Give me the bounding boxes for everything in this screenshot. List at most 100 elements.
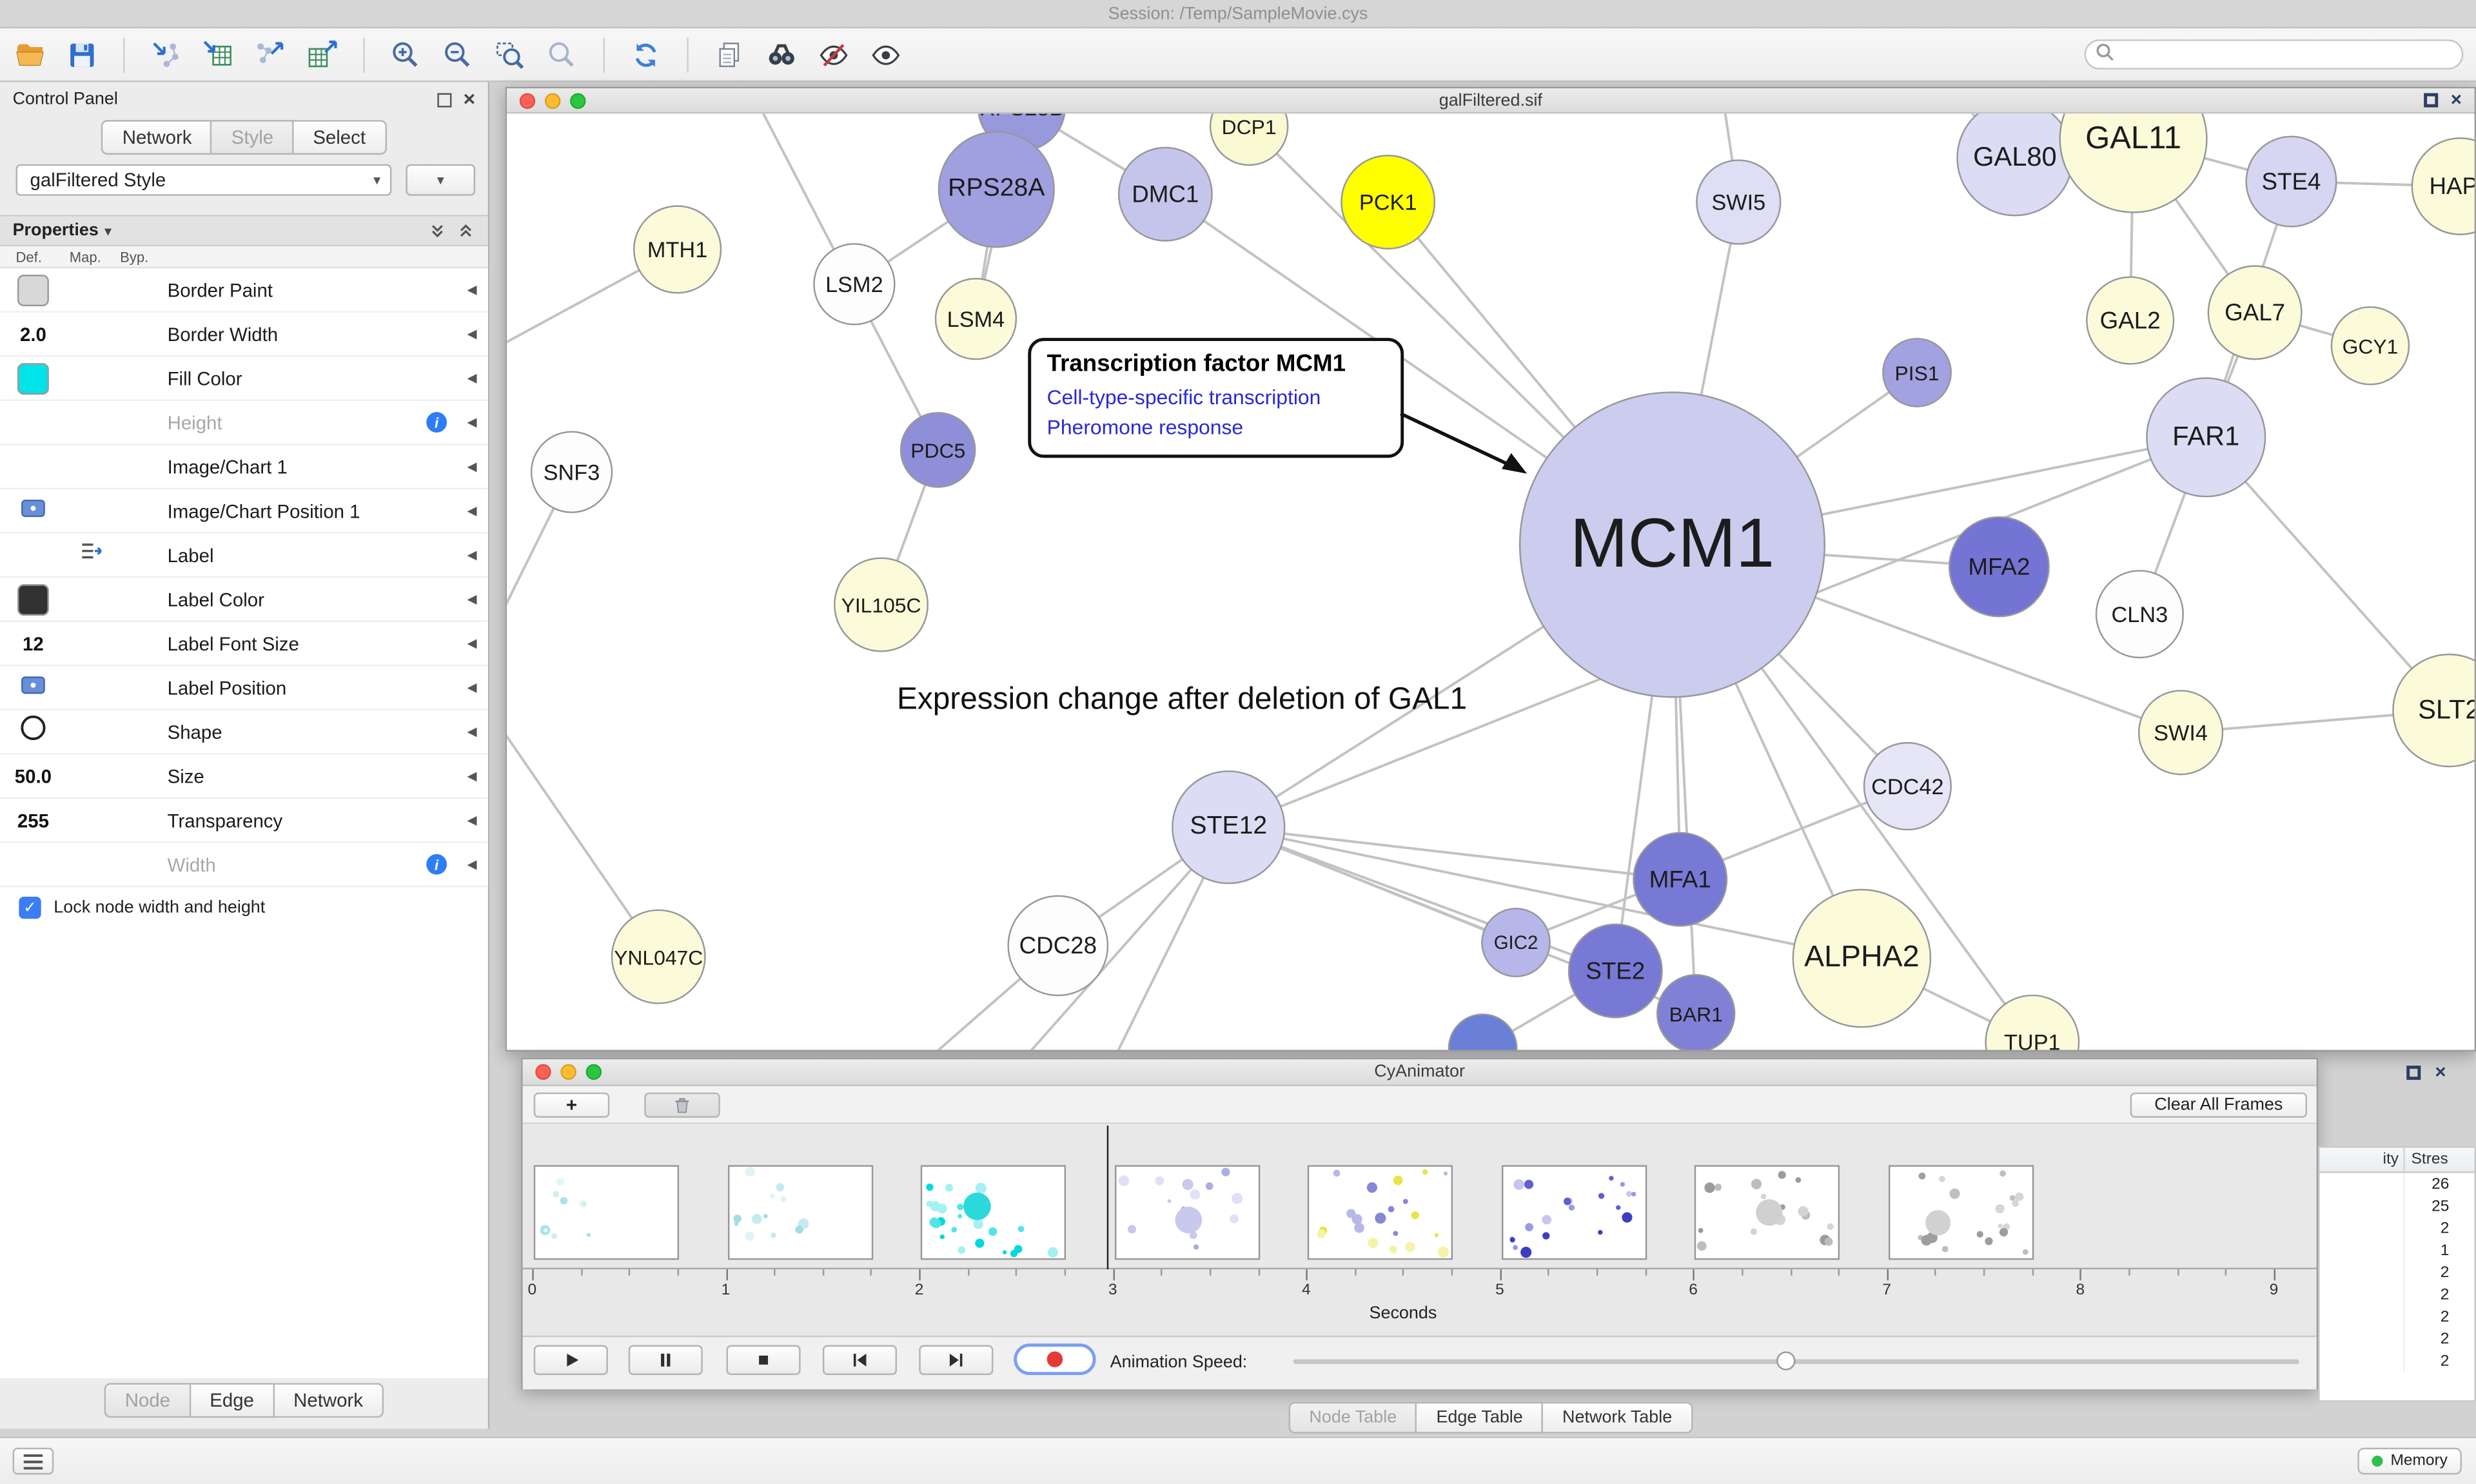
zoom-window-icon[interactable] (585, 1064, 602, 1080)
style-selector[interactable]: galFiltered Style ▾ (15, 164, 392, 196)
network-node-bar1[interactable]: BAR1 (1656, 974, 1736, 1050)
lock-size-checkbox[interactable]: ✓ (19, 897, 41, 919)
default-color-swatch[interactable] (17, 583, 49, 615)
annotation-link[interactable]: Pheromone response (1046, 415, 1244, 439)
skip-to-end-button[interactable] (919, 1345, 994, 1376)
play-button[interactable] (533, 1345, 608, 1376)
add-frame-button[interactable]: + (533, 1092, 610, 1118)
expand-arrow-icon[interactable]: ◀ (467, 636, 477, 650)
expand-arrow-icon[interactable]: ◀ (467, 592, 477, 607)
import-table-icon[interactable] (201, 37, 235, 72)
zoom-selected-icon[interactable] (545, 37, 580, 72)
network-node-pis1[interactable]: PIS1 (1882, 338, 1952, 407)
network-node-gic2[interactable]: GIC2 (1481, 908, 1551, 977)
network-node-mth1[interactable]: MTH1 (633, 205, 722, 294)
tab-network[interactable]: Network (101, 120, 213, 155)
show-all-icon[interactable] (869, 37, 903, 72)
property-row-border-paint[interactable]: Border Paint◀ (0, 268, 488, 313)
property-row-fill-color[interactable]: Fill Color◀ (0, 356, 488, 402)
network-canvas[interactable]: Transcription factor MCM1 Cell-type-spec… (507, 113, 2475, 1050)
zoom-in-icon[interactable] (388, 37, 423, 72)
network-window-titlebar[interactable]: galFiltered.sif × (507, 88, 2475, 114)
network-node-ynl047c[interactable]: YNL047C (611, 909, 706, 1004)
save-icon[interactable] (64, 37, 99, 72)
expand-all-icon[interactable] (457, 221, 475, 240)
table-header-row[interactable]: ity Stres (2319, 1147, 2475, 1173)
frame-thumbnail-3[interactable] (1114, 1165, 1260, 1260)
network-node-mcm1[interactable]: MCM1 (1518, 391, 1826, 698)
cyanimator-titlebar[interactable]: CyAnimator (522, 1059, 2317, 1086)
network-node-dmc1[interactable]: DMC1 (1117, 146, 1213, 242)
network-node-pdc5[interactable]: PDC5 (899, 412, 976, 488)
network-node-gal7[interactable]: GAL7 (2207, 265, 2303, 360)
table-row[interactable]: 25 (2320, 1195, 2475, 1218)
close-window-icon[interactable] (535, 1064, 551, 1080)
network-node-alpha2[interactable]: ALPHA2 (1792, 888, 1932, 1028)
network-node-snf3[interactable]: SNF3 (530, 431, 613, 513)
panel-tab-node-table[interactable]: Node Table (1288, 1401, 1418, 1434)
subtab-node[interactable]: Node (104, 1383, 191, 1418)
float-panel-icon[interactable] (438, 92, 453, 107)
expand-arrow-icon[interactable]: ◀ (467, 813, 477, 828)
close-panel-icon[interactable]: × (463, 86, 476, 111)
subtab-network[interactable]: Network (274, 1383, 384, 1418)
expand-arrow-icon[interactable]: ◀ (467, 326, 477, 341)
network-node-gcy1[interactable]: GCY1 (2330, 306, 2410, 386)
frame-thumbnail-0[interactable] (533, 1165, 680, 1260)
close-panel-icon[interactable]: × (2435, 1060, 2446, 1084)
annotation-box[interactable]: Transcription factor MCM1 Cell-type-spec… (1028, 338, 1404, 458)
property-row-image-chart-1[interactable]: Image/Chart 1◀ (0, 445, 488, 490)
column-header[interactable]: Stres (2411, 1151, 2448, 1169)
network-node-lsm4[interactable]: LSM4 (934, 278, 1017, 360)
expand-arrow-icon[interactable]: ◀ (467, 459, 477, 474)
float-window-icon[interactable] (2424, 92, 2439, 107)
export-network-icon[interactable] (253, 37, 288, 72)
expand-arrow-icon[interactable]: ◀ (467, 768, 477, 783)
minimize-window-icon[interactable] (560, 1064, 576, 1080)
tab-select[interactable]: Select (293, 120, 386, 155)
animation-speed-slider[interactable] (1293, 1350, 2299, 1372)
minimize-window-icon[interactable] (544, 92, 561, 108)
skip-to-start-button[interactable] (822, 1345, 898, 1376)
caption-annotation[interactable]: Expression change after deletion of GAL1 (897, 681, 1468, 717)
table-row[interactable]: 26 (2320, 1173, 2475, 1195)
export-table-icon[interactable] (305, 37, 340, 72)
frame-thumbnail-6[interactable] (1695, 1165, 1840, 1260)
property-row-label[interactable]: Label◀ (0, 533, 488, 578)
network-node-ste12[interactable]: STE12 (1172, 770, 1286, 884)
import-network-icon[interactable] (148, 37, 183, 72)
table-row[interactable]: 1 (2320, 1239, 2475, 1262)
tab-style[interactable]: Style (212, 120, 294, 155)
zoom-fit-icon[interactable] (493, 37, 527, 72)
frame-thumbnail-4[interactable] (1308, 1165, 1453, 1260)
expand-arrow-icon[interactable]: ◀ (467, 857, 477, 872)
table-row[interactable]: 2 (2320, 1349, 2475, 1372)
record-button[interactable] (1014, 1343, 1096, 1376)
slider-thumb[interactable] (1776, 1351, 1796, 1371)
network-node-swi4[interactable]: SWI4 (2137, 690, 2224, 776)
network-node-mfa2[interactable]: MFA2 (1949, 516, 2050, 618)
close-window-icon[interactable] (519, 92, 536, 108)
zoom-out-icon[interactable] (440, 37, 475, 72)
table-row[interactable]: 2 (2320, 1261, 2475, 1284)
duplicate-icon[interactable] (712, 37, 747, 72)
playhead[interactable] (1106, 1126, 1109, 1269)
table-row[interactable]: 2 (2320, 1327, 2475, 1350)
table-row[interactable]: 2 (2320, 1217, 2475, 1240)
close-view-icon[interactable]: × (2450, 88, 2462, 111)
property-row-label-color[interactable]: Label Color◀ (0, 578, 488, 622)
panel-tab-edge-table[interactable]: Edge Table (1417, 1401, 1544, 1434)
default-color-swatch[interactable] (17, 273, 49, 306)
expand-arrow-icon[interactable]: ◀ (467, 415, 477, 430)
properties-section-header[interactable]: Properties ▾ (0, 215, 488, 247)
network-node-far1[interactable]: FAR1 (2146, 377, 2266, 498)
hide-selected-icon[interactable] (816, 37, 851, 72)
table-row[interactable]: 2 (2320, 1305, 2475, 1328)
